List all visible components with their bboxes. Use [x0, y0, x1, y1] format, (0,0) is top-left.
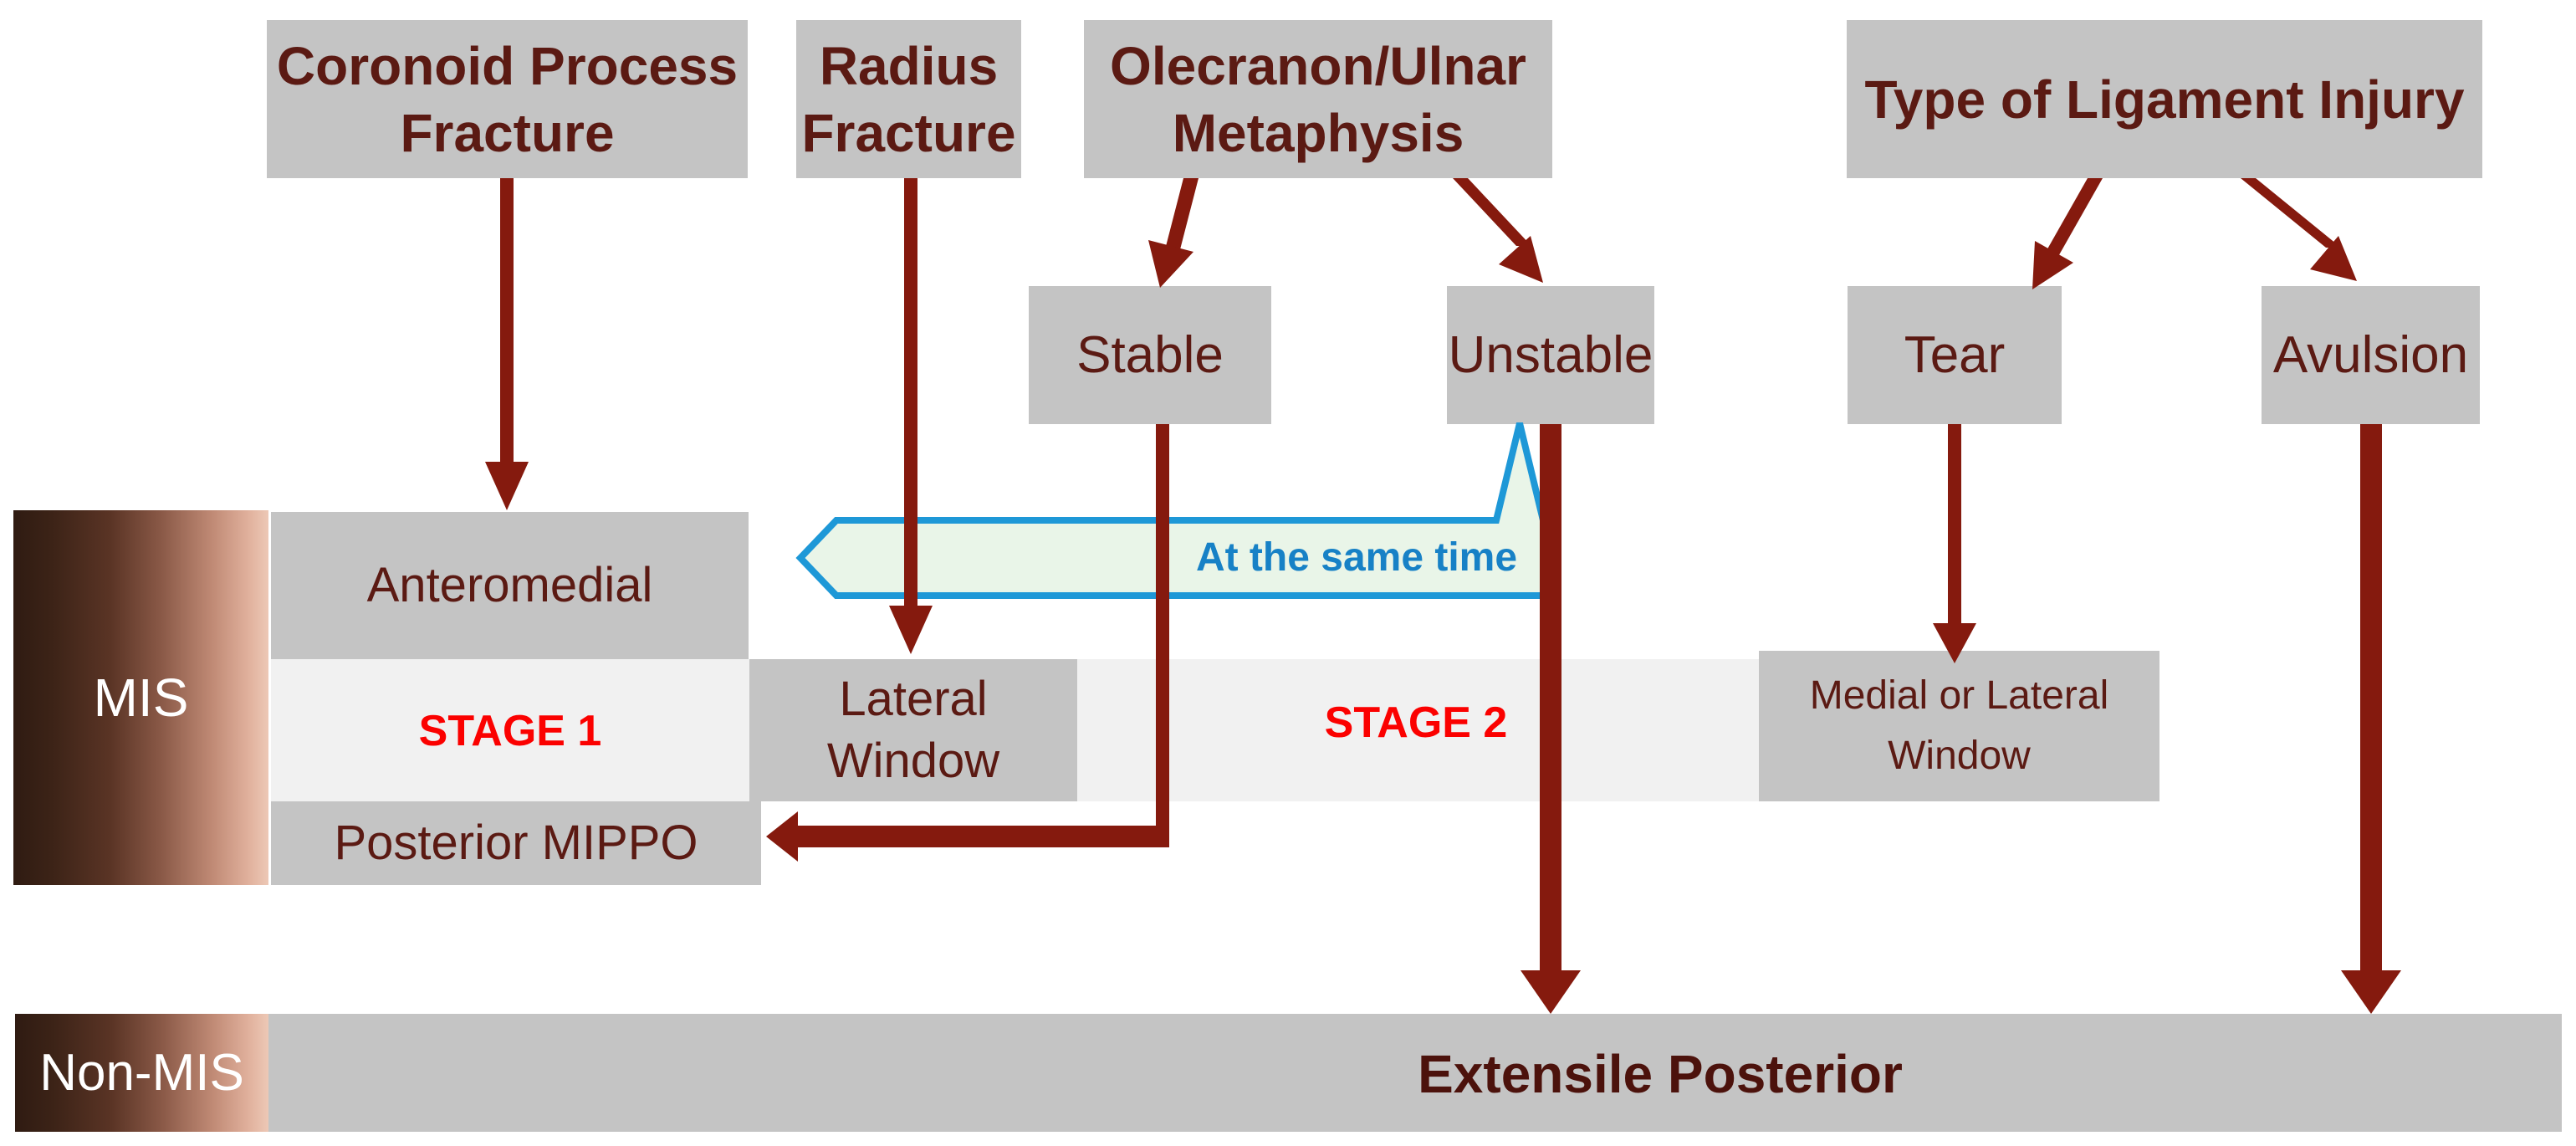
- arrowhead-radius-lateral-window: [889, 606, 933, 654]
- extensile-posterior-band: [268, 1014, 2562, 1132]
- node-avulsion: Avulsion: [2262, 286, 2480, 424]
- node-label: Lateral Window: [826, 672, 1000, 788]
- arrowhead-olecranon-unstable: [1499, 236, 1543, 283]
- arrowhead-ligament-tear: [2032, 241, 2073, 289]
- node-label: Avulsion: [2272, 325, 2469, 384]
- node-extensile-posterior: Extensile Posterior: [1418, 1044, 1903, 1104]
- arrowhead-ligament-avulsion: [2310, 236, 2357, 281]
- arrow-stable-down: [1156, 424, 1169, 847]
- stage-2-label: STAGE 2: [1324, 698, 1508, 747]
- node-unstable: Unstable: [1447, 286, 1654, 424]
- lane-label: Non-MIS: [39, 1044, 244, 1102]
- arrowhead-stable-mippo: [766, 811, 798, 862]
- arrow-tear-down: [1948, 424, 1961, 626]
- arrow-ligament-tear: [2042, 178, 2103, 259]
- lane-non-mis: Non-MIS: [15, 1014, 268, 1132]
- stage-1-label: STAGE 1: [418, 707, 602, 755]
- node-label: Tear: [1904, 325, 2006, 384]
- node-olecranon-ulnar-metaphysis: Olecranon/Ulnar Metaphysis: [1084, 20, 1552, 178]
- node-anteromedial: Anteromedial: [271, 512, 749, 659]
- arrowhead-tear-window: [1933, 623, 1976, 663]
- arrowhead-olecranon-stable: [1148, 240, 1193, 288]
- node-medial-or-lateral-window: Medial or Lateral Window: [1759, 651, 2159, 801]
- arrow-radius-lateral-window: [904, 178, 917, 609]
- node-label: Olecranon/Ulnar Metaphysis: [1110, 35, 1526, 163]
- node-label: Stable: [1076, 325, 1224, 384]
- node-lateral-window: Lateral Window: [749, 659, 1077, 801]
- node-posterior-mippo: Posterior MIPPO: [271, 801, 761, 885]
- arrow-olecranon-stable: [1163, 178, 1199, 256]
- node-tear: Tear: [1848, 286, 2062, 424]
- arrowhead-avulsion-extensile: [2341, 970, 2401, 1014]
- node-label: Medial or Lateral Window: [1809, 673, 2109, 778]
- node-label: Unstable: [1448, 325, 1653, 384]
- arrow-coronoid-anteromedial: [500, 178, 514, 467]
- arrow-avulsion-down: [2360, 424, 2382, 975]
- arrow-olecranon-unstable: [1453, 178, 1531, 246]
- node-stable: Stable: [1029, 286, 1271, 424]
- node-label: Coronoid Process Fracture: [276, 35, 739, 163]
- lane-label: MIS: [93, 668, 189, 728]
- node-radius-fracture: Radius Fracture: [796, 20, 1021, 178]
- arrows: [485, 178, 2401, 1014]
- node-label: Posterior MIPPO: [334, 816, 698, 870]
- arrow-stable-horizontal: [796, 826, 1169, 847]
- node-coronoid-process-fracture: Coronoid Process Fracture: [267, 20, 748, 178]
- lane-mis: MIS: [13, 510, 268, 885]
- arrow-unstable-down: [1540, 424, 1561, 975]
- node-type-of-ligament-injury: Type of Ligament Injury: [1847, 20, 2482, 178]
- arrowhead-unstable-extensile: [1521, 970, 1581, 1014]
- arrowhead-coronoid-anteromedial: [485, 462, 529, 510]
- arrow-ligament-avulsion: [2241, 178, 2341, 248]
- node-label: Radius Fracture: [801, 35, 1016, 163]
- same-time-banner-label: At the same time: [1195, 535, 1518, 580]
- node-label: Anteromedial: [366, 558, 653, 612]
- node-label: Type of Ligament Injury: [1864, 69, 2465, 130]
